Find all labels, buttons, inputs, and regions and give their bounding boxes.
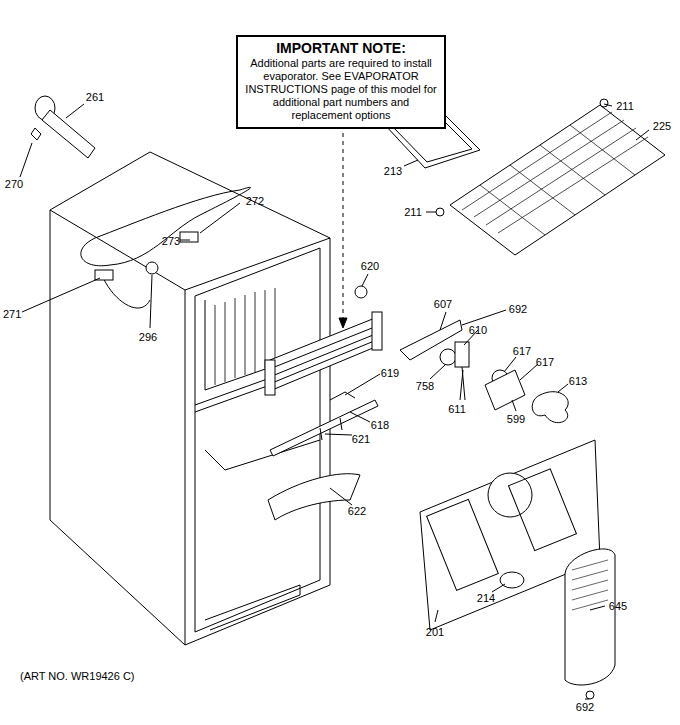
callout-number: 261 <box>86 91 104 103</box>
callout-number: 619 <box>381 367 399 379</box>
callout-number: 273 <box>162 235 180 247</box>
callout-number: 622 <box>348 505 366 517</box>
callout-number: 692 <box>509 303 527 315</box>
callout-number: 611 <box>448 403 466 415</box>
callout-number: 610 <box>469 324 487 336</box>
callout-number: 272 <box>246 195 264 207</box>
callout-number: 620 <box>361 260 379 272</box>
callout-number: 201 <box>426 626 444 638</box>
callout-number: 617 <box>513 345 531 357</box>
callout-number: 618 <box>371 419 389 431</box>
callout-number: 617 <box>536 356 554 368</box>
callout-number: 213 <box>384 165 402 177</box>
callout-number: 692 <box>576 701 594 713</box>
note-text: Additional parts are required to install… <box>244 57 438 122</box>
callout-number: 621 <box>352 433 370 445</box>
callout-number: 225 <box>653 120 671 132</box>
callout-number: 211 <box>616 100 634 112</box>
note-box: IMPORTANT NOTE:Additional parts are requ… <box>236 35 446 129</box>
note-heading: IMPORTANT NOTE: <box>244 40 438 57</box>
callout-number: 607 <box>434 298 452 310</box>
callout-number: 296 <box>139 331 157 343</box>
callout-number: 214 <box>477 592 495 604</box>
art-number: (ART NO. WR19426 C) <box>20 670 135 682</box>
callout-number: 758 <box>416 380 434 392</box>
callout-number: 613 <box>569 375 587 387</box>
callout-number: 270 <box>5 178 23 190</box>
callout-number: 271 <box>3 308 21 320</box>
callout-number: 645 <box>609 600 627 612</box>
callout-number: 599 <box>507 413 525 425</box>
callout-number: 211 <box>404 206 422 218</box>
